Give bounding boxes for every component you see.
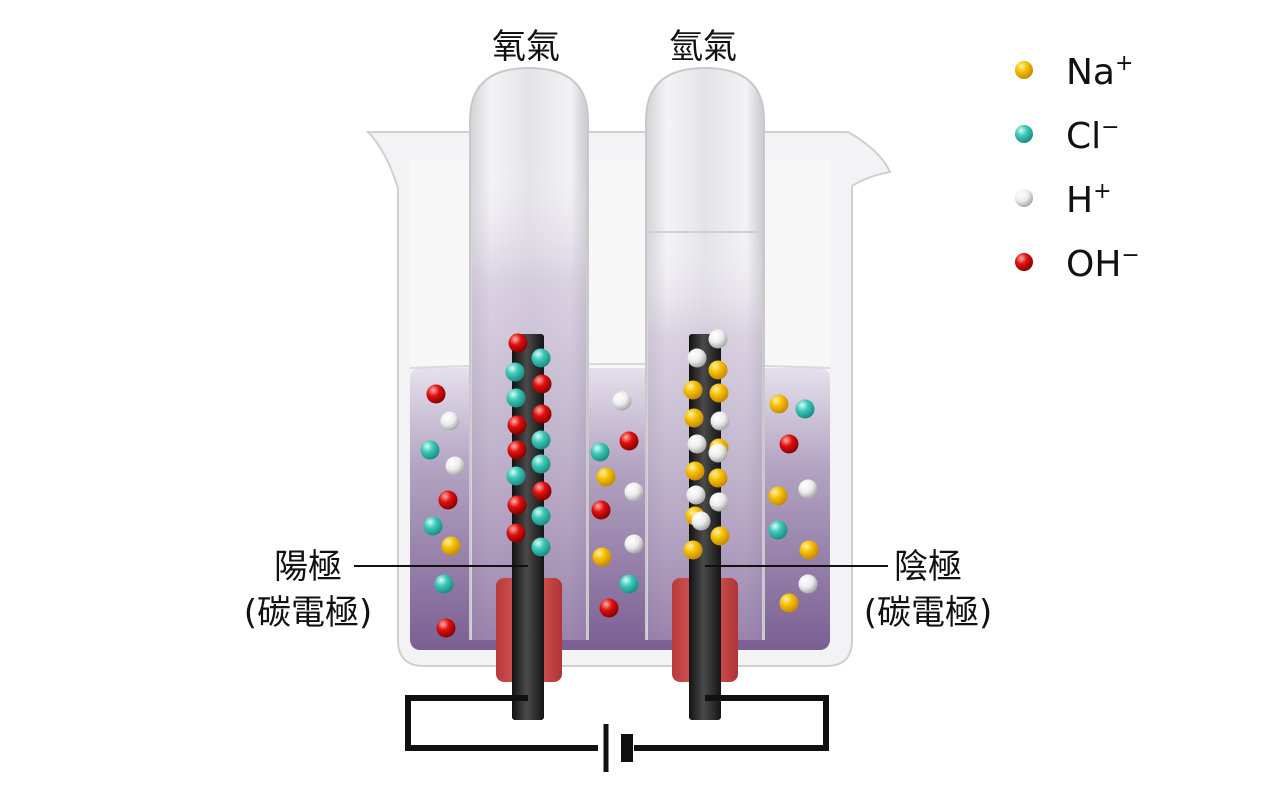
oh-ion [532,374,552,394]
oh-ion [507,415,527,435]
anode-material: (碳電極) [244,593,373,633]
h-ion [687,348,707,368]
cl-ion [506,466,526,486]
h-ion [708,329,728,349]
legend-na-label: Na+ [1066,51,1133,93]
oh-ion [591,500,611,520]
cl-ion [619,574,639,594]
na-ion [779,593,799,613]
cl-ion [531,348,551,368]
cl-ion [531,537,551,557]
cathode-material: (碳電極) [864,593,993,633]
h-ion [612,391,632,411]
legend-oh-swatch [1015,253,1033,271]
na-ion [685,461,705,481]
cl-ion [506,388,526,408]
na-ion [683,380,703,400]
oh-ion [506,523,526,543]
cl-ion [423,516,443,536]
na-ion [709,383,729,403]
h-ion [624,534,644,554]
na-ion [710,526,730,546]
na-ion [799,540,819,560]
cl-ion [531,454,551,474]
cl-ion [795,399,815,419]
h-ion [798,574,818,594]
oh-ion [426,384,446,404]
oh-ion [532,481,552,501]
h-ion [708,443,728,463]
h-ion [687,434,707,454]
legend-h-label: H+ [1066,179,1112,221]
cl-ion [420,440,440,460]
na-ion [684,408,704,428]
anode-name: 陽極 [274,547,342,587]
solution-meniscus [409,363,831,369]
wire-left [405,695,598,751]
na-ion [708,468,728,488]
na-ion [769,394,789,414]
cl-ion [531,506,551,526]
na-ion [596,467,616,487]
cl-ion [590,442,610,462]
oh-ion [532,404,552,424]
h-ion [686,485,706,505]
na-ion [768,486,788,506]
legend: Na+ Cl− H+ OH− [1015,51,1140,285]
legend-cl-label: Cl− [1066,115,1120,157]
na-ion [592,547,612,567]
h-ion [709,492,729,512]
h-ion [624,482,644,502]
wire-right [634,695,829,751]
oxygen-label: 氧氣 [492,27,560,67]
na-ion [683,540,703,560]
cathode-name: 陰極 [894,547,962,587]
circuit [405,695,829,772]
oh-ion [507,495,527,515]
oh-ion [438,490,458,510]
legend-oh-label: OH− [1066,243,1140,285]
h-ion [798,479,818,499]
cl-ion [531,430,551,450]
hydrogen-label: 氫氣 [669,27,737,67]
oh-ion [436,618,456,638]
h-ion [440,411,460,431]
oh-ion [507,440,527,460]
oh-ion [508,333,528,353]
legend-cl-swatch [1015,125,1033,143]
h-ion [691,511,711,531]
oh-ion [599,598,619,618]
cl-ion [505,362,525,382]
cl-ion [434,574,454,594]
oh-ion [619,431,639,451]
h-ion [710,411,730,431]
na-ion [708,360,728,380]
legend-h-swatch [1015,189,1033,207]
cl-ion [768,520,788,540]
na-ion [441,536,461,556]
oh-ion [779,434,799,454]
ions-layer [420,329,819,638]
legend-na-swatch [1015,61,1033,79]
h-ion [445,456,465,476]
